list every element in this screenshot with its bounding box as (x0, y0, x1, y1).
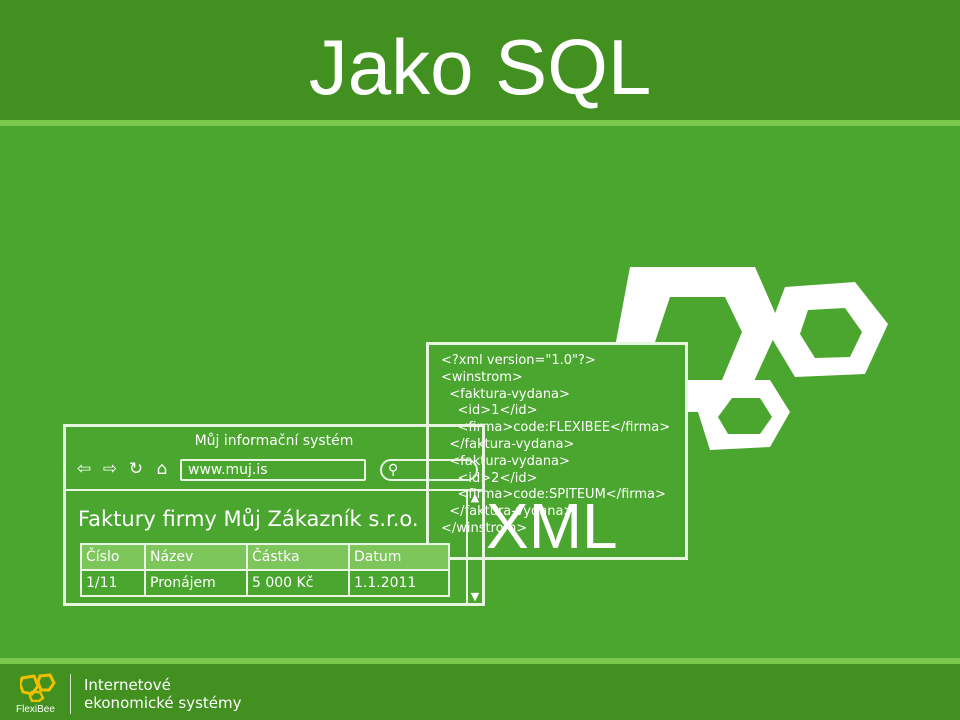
xml-document: <?xml version="1.0"?><winstrom> <faktura… (426, 342, 688, 560)
xml-code-line: <id>1</id> (441, 403, 538, 419)
home-icon[interactable]: ⌂ (156, 459, 168, 479)
xml-code-line: <firma>code:SPITEUM</firma> (441, 487, 666, 503)
footer-divider (70, 674, 71, 714)
browser-window-mockup: Můj informační systém ⇦ ⇨ ↻ ⌂ www.muj.is… (63, 424, 485, 606)
flexibee-logo-icon (20, 673, 56, 702)
vertical-scrollbar[interactable]: ▲ ▼ (466, 491, 482, 603)
slide-header: Jako SQL (0, 0, 960, 120)
search-icon: ⚲ (388, 462, 399, 478)
back-arrow-icon[interactable]: ⇦ (76, 459, 92, 479)
footer-tagline: Internetové ekonomické systémy (84, 676, 242, 712)
xml-code-line: <faktura-vydana> (441, 453, 570, 469)
xml-label: XML (486, 490, 618, 562)
browser-nav-buttons: ⇦ ⇨ ↻ ⌂ (74, 459, 172, 479)
footer-line-1: Internetové (84, 676, 171, 694)
table-cell: 1/11 (80, 569, 146, 597)
footer-logo-name: FlexiBee (16, 704, 55, 715)
table-cell: 1.1.2011 (348, 569, 450, 597)
xml-code-line: <winstrom> (441, 369, 523, 385)
forward-arrow-icon[interactable]: ⇨ (102, 459, 118, 479)
slide-title: Jako SQL (308, 23, 652, 111)
footer-line-2: ekonomické systémy (84, 694, 242, 712)
reload-icon[interactable]: ↻ (128, 459, 144, 479)
xml-code-lines: <?xml version="1.0"?><winstrom> <faktura… (441, 353, 670, 538)
toolbar-divider (66, 489, 482, 491)
scroll-up-icon[interactable]: ▲ (470, 491, 480, 504)
search-box[interactable]: ⚲ (380, 459, 478, 481)
invoice-table: Číslo Název Částka Datum 1/11 Pronájem 5… (80, 543, 450, 597)
page-heading: Faktury firmy Můj Zákazník s.r.o. (78, 507, 419, 531)
column-header: Číslo (80, 543, 146, 571)
slide-footer: FlexiBee Internetové ekonomické systémy (0, 664, 960, 720)
column-header: Datum (348, 543, 450, 571)
xml-code-line: </faktura-vydana> (441, 436, 575, 452)
xml-code-line: <firma>code:FLEXIBEE</firma> (441, 420, 671, 436)
table-cell: Pronájem (144, 569, 248, 597)
xml-code-line: <id>2</id> (441, 470, 538, 486)
scroll-down-icon[interactable]: ▼ (470, 590, 480, 603)
xml-code-line: <?xml version="1.0"?> (441, 353, 596, 368)
header-stripe (0, 120, 960, 126)
xml-code-line: </faktura-vydana> (441, 504, 575, 520)
column-header: Název (144, 543, 248, 571)
xml-code-line: <faktura-vydana> (441, 386, 570, 402)
footer-stripe (0, 658, 960, 664)
table-header-row: Číslo Název Částka Datum (80, 543, 450, 571)
table-cell: 5 000 Kč (246, 569, 350, 597)
table-row[interactable]: 1/11 Pronájem 5 000 Kč 1.1.2011 (80, 569, 450, 597)
browser-title: Můj informační systém (194, 433, 354, 449)
address-bar[interactable]: www.muj.is (180, 459, 366, 481)
column-header: Částka (246, 543, 350, 571)
